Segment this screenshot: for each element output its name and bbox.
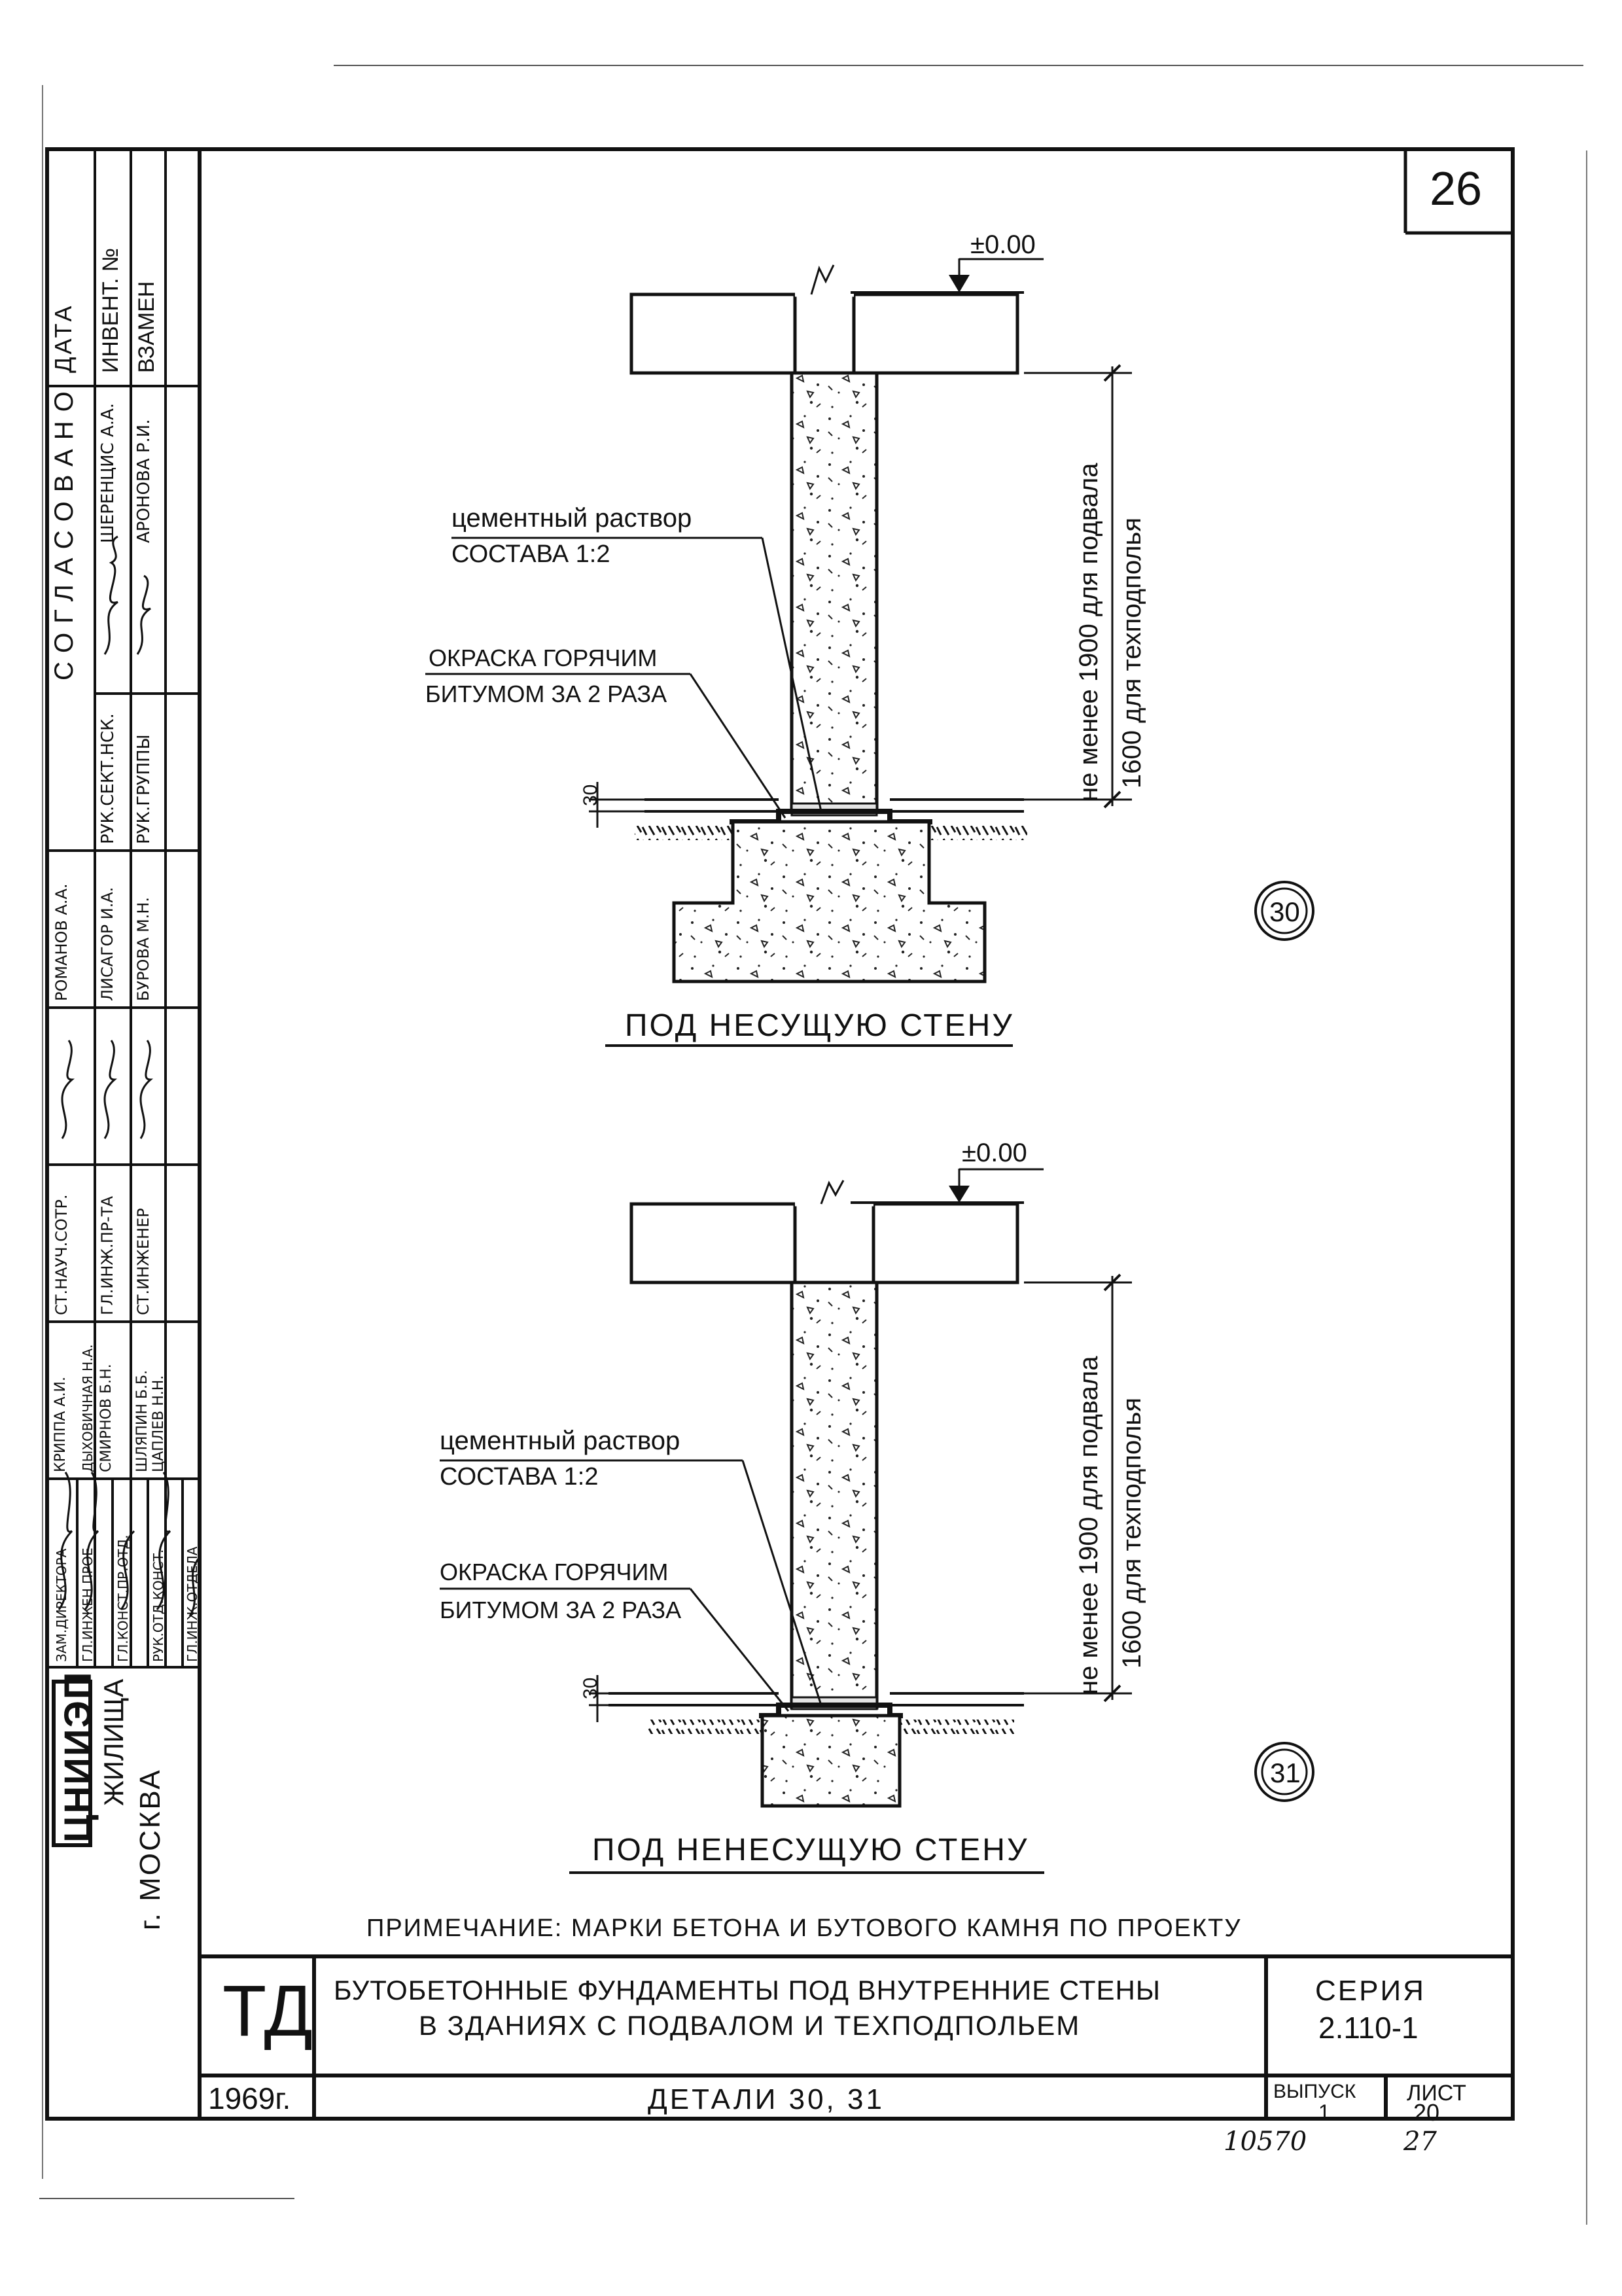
detail-30-label-mortar-2: состава 1:2 [451, 540, 610, 568]
sheet-value: 20 [1413, 2099, 1440, 2126]
detail-30-marker: 30 [1269, 896, 1300, 927]
sheet-label: ЛИСТ [1407, 2081, 1466, 2106]
detail-31-label-paint-1: окраска горячим [440, 1559, 669, 1585]
detail-30-caption: ПОД НЕСУЩУЮ СТЕНУ [625, 1008, 1014, 1043]
detail-31-label-paint-2: битумом за 2 раза [440, 1597, 682, 1623]
title-line-1: БУТОБЕТОННЫЕ ФУНДАМЕНТЫ ПОД ВНУТРЕННИЕ С… [334, 1975, 1161, 2005]
detail-30-label-paint-2: битумом за 2 раза [425, 680, 667, 707]
detail-31-drawing [440, 1168, 1314, 1874]
page-number: 27 [1403, 2127, 1437, 2157]
detail-31-marker: 31 [1270, 1757, 1301, 1788]
detail-30-label-mortar-1: цементный раствор [451, 504, 692, 533]
title-td: ТД [222, 1971, 313, 2051]
detail-30-label-paint-1: окраска горячим [429, 645, 658, 671]
detail-30-level-mark: ±0.00 [970, 230, 1036, 259]
drawing-note: ПРИМЕЧАНИЕ: МАРКИ БЕТОНА И БУТОВОГО КАМН… [366, 1915, 1242, 1942]
title-subtitle: ДЕТАЛИ 30, 31 [648, 2083, 885, 2115]
series-label: СЕРИЯ [1315, 1975, 1426, 2007]
sheet-corner-number: 26 [1430, 163, 1483, 215]
issue-value: 1 [1318, 2100, 1330, 2124]
series-value: 2.110-1 [1318, 2011, 1419, 2045]
title-year: 1969г. [208, 2081, 291, 2115]
detail-31-caption: ПОД НЕНЕСУЩУЮ СТЕНУ [592, 1833, 1029, 1867]
detail-31-label-mortar-2: состава 1:2 [440, 1463, 599, 1491]
issue-label: ВЫПУСК [1273, 2081, 1356, 2102]
detail-30-drawing [425, 258, 1314, 1047]
detail-31-label-mortar-1: цементный раствор [440, 1426, 680, 1455]
title-line-2: В ЗДАНИЯХ С ПОДВАЛОМ И ТЕХПОДПОЛЬЕМ [419, 2010, 1081, 2041]
inventory-number: 10570 [1224, 2127, 1307, 2157]
detail-31-level-mark: ±0.00 [962, 1139, 1027, 1167]
